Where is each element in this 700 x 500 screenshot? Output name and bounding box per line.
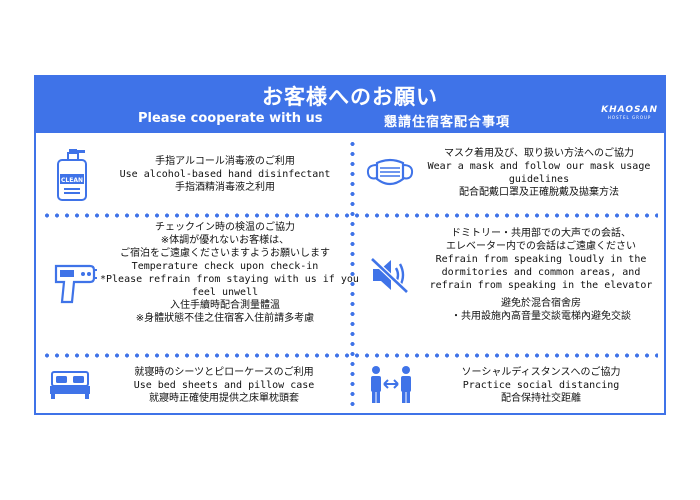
mask-en-line2: guidelines — [508, 174, 570, 185]
quiet-en-line1: Refrain from speaking loudly in the — [435, 254, 647, 265]
quiet-text: ドミトリー・共用部での大声での会話、 エレベーター内での会話はご遠慮ください R… — [421, 227, 661, 323]
title-chinese: 懇請住宿客配合事項 — [384, 115, 511, 130]
distance-en: Practice social distancing — [462, 380, 620, 391]
temperature-jp-line3: ご宿泊をご遠慮くださいますようお願いします — [120, 248, 330, 259]
notice-header: お客様へのお願い Please cooperate with us 懇請住宿客配… — [34, 75, 666, 133]
sanitizer-icon-label: CLEAN — [61, 177, 83, 184]
sanitizer-jp: 手指アルコール消毒液のご利用 — [155, 156, 295, 167]
bedding-jp: 就寝時のシーツとピローケースのご利用 — [134, 367, 314, 378]
title-english: Please cooperate with us — [138, 111, 323, 126]
hand-sanitizer-icon: CLEAN — [57, 149, 87, 201]
no-sound-icon — [370, 257, 409, 294]
logo-sub-text: HOSTEL GROUP — [607, 115, 652, 120]
temperature-en-line3: feel unwell — [191, 287, 259, 298]
notice-card: お客様へのお願い Please cooperate with us 懇請住宿客配… — [34, 75, 666, 415]
mask-jp: マスク着用及び、取り扱い方法へのご協力 — [444, 148, 634, 159]
sanitizer-text: 手指アルコール消毒液のご利用 Use alcohol-based hand di… — [106, 155, 344, 194]
temperature-zh-line2: ※身體狀態不佳之住宿客入住前請多考慮 — [135, 313, 315, 324]
bedding-en: Use bed sheets and pillow case — [133, 380, 315, 391]
section-distance: ソーシャルディスタンスへのご協力 Practice social distanc… — [355, 358, 664, 413]
social-distance-icon — [371, 366, 411, 403]
sanitizer-en: Use alcohol-based hand disinfectant — [119, 169, 331, 180]
temperature-zh-line1: 入住手續時配合測量體溫 — [170, 300, 280, 311]
temperature-en-line1: Temperature check upon check-in — [131, 261, 319, 272]
section-quiet: ドミトリー・共用部での大声での会話、 エレベーター内での会話はご遠慮ください R… — [355, 218, 664, 353]
quiet-en-line2: dormitories and common areas, and — [441, 267, 641, 278]
temperature-jp-line2: ※体調が優れないお客様は、 — [160, 235, 290, 246]
bedding-zh: 就寢時正確使用提供之床單枕頭套 — [149, 393, 299, 404]
temperature-text: チェックイン時の検温のご協力 ※体調が優れないお客様は、 ご宿泊をご遠慮ください… — [100, 221, 359, 325]
sanitizer-zh: 手指酒精消毒液之利用 — [175, 182, 275, 193]
face-mask-icon — [366, 158, 414, 186]
distance-zh: 配合保持社交距離 — [501, 393, 581, 404]
thermometer-gun-icon — [54, 264, 97, 304]
section-temperature: チェックイン時の検温のご協力 ※体調が優れないお客様は、 ご宿泊をご遠慮ください… — [36, 218, 359, 353]
quiet-jp-line2: エレベーター内での会話はご遠慮ください — [446, 241, 636, 252]
quiet-zh-line2: ・共用設施內高音量交談電梯內避免交談 — [451, 311, 631, 322]
logo-main-text: KHAOSAN — [601, 105, 658, 115]
quiet-jp-line1: ドミトリー・共用部での大声での会話、 — [451, 228, 631, 239]
temperature-jp-line1: チェックイン時の検温のご協力 — [155, 222, 295, 233]
section-mask: マスク着用及び、取り扱い方法へのご協力 Wear a mask and foll… — [355, 133, 664, 213]
mask-en-line1: Wear a mask and follow our mask usage — [427, 161, 651, 172]
section-sanitizer: CLEAN 手指アルコール消毒液のご利用 Use alcohol-based h… — [36, 133, 350, 213]
temperature-en-line2: *Please refrain from staying with us if … — [100, 274, 359, 285]
khaosan-logo: KHAOSAN HOSTEL GROUP — [601, 105, 658, 120]
distance-jp: ソーシャルディスタンスへのご協力 — [461, 367, 621, 378]
quiet-zh-line1: 避免於混合宿舍房 — [501, 298, 581, 309]
mask-zh: 配合配戴口罩及正確脫戴及拋棄方法 — [459, 187, 619, 198]
bed-icon — [50, 371, 90, 399]
quiet-en-line3: refrain from speaking in the elevator — [429, 280, 653, 291]
title-japanese: お客様へのお願い — [262, 85, 438, 109]
section-bedding: 就寝時のシーツとピローケースのご利用 Use bed sheets and pi… — [36, 358, 350, 413]
bedding-text: 就寝時のシーツとピローケースのご利用 Use bed sheets and pi… — [102, 366, 346, 405]
notice-body: CLEAN 手指アルコール消毒液のご利用 Use alcohol-based h… — [36, 133, 664, 413]
distance-text: ソーシャルディスタンスへのご協力 Practice social distanc… — [421, 366, 661, 405]
mask-text: マスク着用及び、取り扱い方法へのご協力 Wear a mask and foll… — [419, 147, 659, 199]
divider-vertical — [350, 139, 355, 407]
